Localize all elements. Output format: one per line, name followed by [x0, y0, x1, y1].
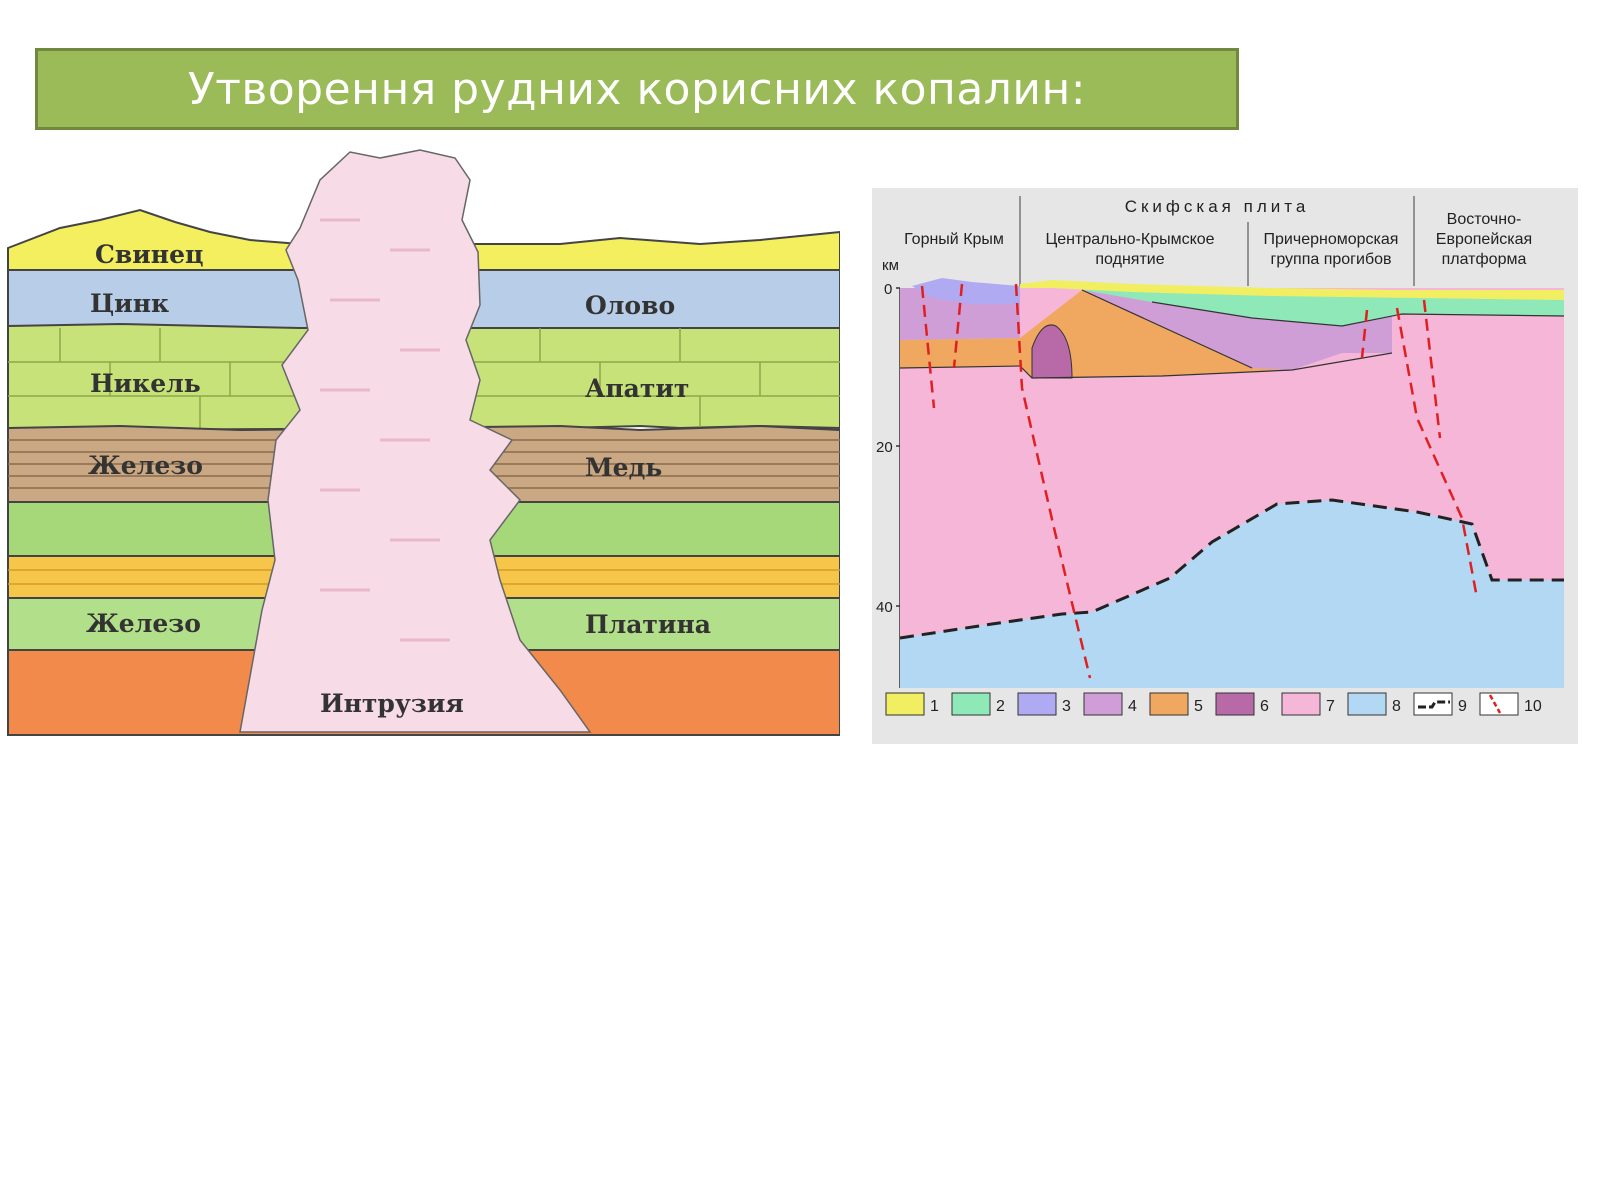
label-iron-upper: Железо	[88, 451, 203, 480]
label-platinum: Платина	[585, 610, 711, 639]
region-black-sea-l1: Причерноморская	[1264, 231, 1399, 248]
moho-boundary-line	[899, 498, 1564, 640]
unit-5-area	[900, 290, 1292, 378]
plate-title: Скифская плита	[1125, 197, 1310, 216]
slide-title: Утворення рудних корисних копалин:	[187, 63, 1087, 115]
legend-label-7: 7	[1326, 698, 1335, 715]
region-black-sea-l2: группа прогибов	[1270, 251, 1391, 268]
unit-1-area	[1020, 280, 1564, 300]
depth-tick-40: 40	[876, 599, 893, 616]
legend-swatch-2	[951, 692, 991, 716]
legend-label-3: 3	[1062, 698, 1071, 715]
legend-swatch-8	[1347, 692, 1387, 716]
legend: 1 2 3 4 5 6 7 8 9 10	[885, 692, 1542, 716]
intrusion-texture	[320, 218, 450, 642]
legend-label-10: 10	[1524, 698, 1542, 715]
unit-2-area	[1082, 290, 1564, 326]
red-fault-line-icon	[1488, 694, 1502, 714]
depth-tick-0: 0	[884, 281, 892, 298]
legend-swatch-5	[1149, 692, 1189, 716]
region-central-crimea-l2: поднятие	[1095, 251, 1164, 268]
axis-unit: км	[882, 257, 899, 274]
depth-tick-20: 20	[876, 439, 893, 456]
legend-label-2: 2	[996, 698, 1005, 715]
label-copper: Медь	[585, 453, 662, 482]
legend-swatch-10	[1479, 692, 1519, 716]
legend-swatch-6	[1215, 692, 1255, 716]
title-bar: Утворення рудних корисних копалин:	[35, 48, 1239, 130]
region-east-europe-l1: Восточно-	[1447, 211, 1522, 228]
legend-label-1: 1	[930, 698, 939, 715]
region-mountain-crimea: Горный Крым	[904, 231, 1004, 248]
legend-swatch-3	[1017, 692, 1057, 716]
legend-swatch-1	[885, 692, 925, 716]
label-tin: Олово	[585, 291, 675, 320]
brick-pattern-lines	[8, 328, 840, 428]
region-central-crimea-l1: Центрально-Крымское	[1045, 231, 1214, 248]
unit-6-area	[1031, 324, 1073, 379]
region-east-europe-l2: Европейская	[1436, 231, 1532, 248]
label-apatite: Апатит	[585, 374, 689, 403]
legend-label-8: 8	[1392, 698, 1401, 715]
legend-label-5: 5	[1194, 698, 1203, 715]
label-intrusion: Интрузия	[320, 689, 464, 718]
strata-diagram: Свинец Цинк Никель Железо Железо Олово А…	[7, 149, 840, 736]
label-nickel: Никель	[90, 369, 201, 398]
fault-lines	[920, 283, 1479, 679]
label-iron-lower: Железо	[86, 609, 201, 638]
legend-label-6: 6	[1260, 698, 1269, 715]
legend-swatch-4	[1083, 692, 1123, 716]
header-dividers	[1019, 196, 1415, 286]
legend-label-9: 9	[1458, 698, 1467, 715]
legend-swatch-7	[1281, 692, 1321, 716]
dashed-boundary-line-icon	[1418, 700, 1450, 709]
region-east-europe-l3: платформа	[1442, 251, 1527, 268]
legend-label-4: 4	[1128, 698, 1137, 715]
label-zinc: Цинк	[90, 289, 169, 318]
layer-boundaries	[899, 289, 1565, 379]
unit-3-area	[912, 278, 1020, 304]
geologic-section-diagram: Скифская плита Горный Крым Центрально-Кр…	[872, 188, 1578, 744]
label-lead: Свинец	[95, 240, 203, 269]
